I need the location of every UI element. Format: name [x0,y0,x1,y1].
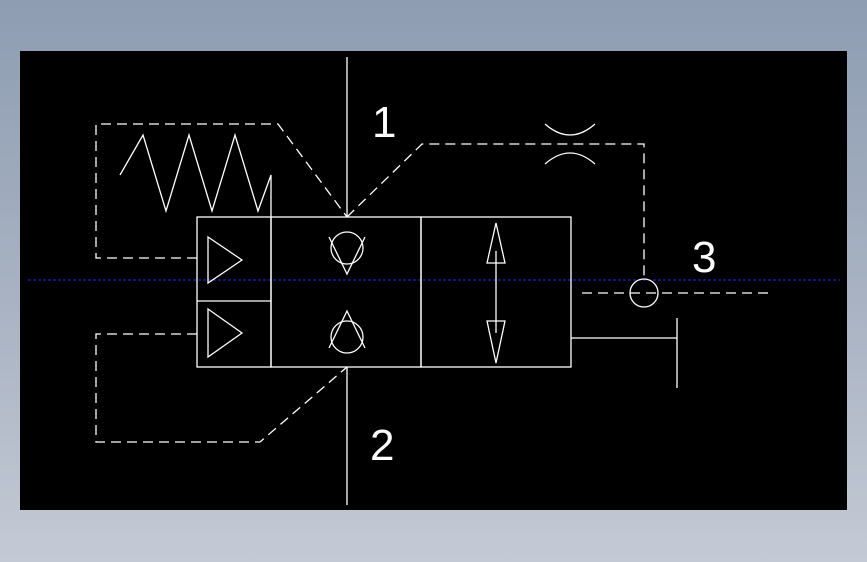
port-label-1: 1 [372,98,396,147]
valve-body [196,216,572,368]
orifice-restrictor-icon [544,123,596,165]
pilot-lines [95,123,770,443]
check-valve-upper [328,231,366,276]
exhaust-line [571,318,678,388]
pilot-triangle-lower [207,307,244,359]
port-label-3: 3 [692,233,716,282]
check-valve-lower [328,309,366,354]
valve-schematic: 1 2 3 [28,57,840,505]
spring-icon [119,132,272,217]
pilot-triangle-upper [207,235,244,285]
flow-arrow-double [486,222,506,364]
port-label-2: 2 [370,421,394,470]
cad-drawing-area: 1 2 3 [20,51,847,510]
port-3-connection-circle [629,278,659,308]
